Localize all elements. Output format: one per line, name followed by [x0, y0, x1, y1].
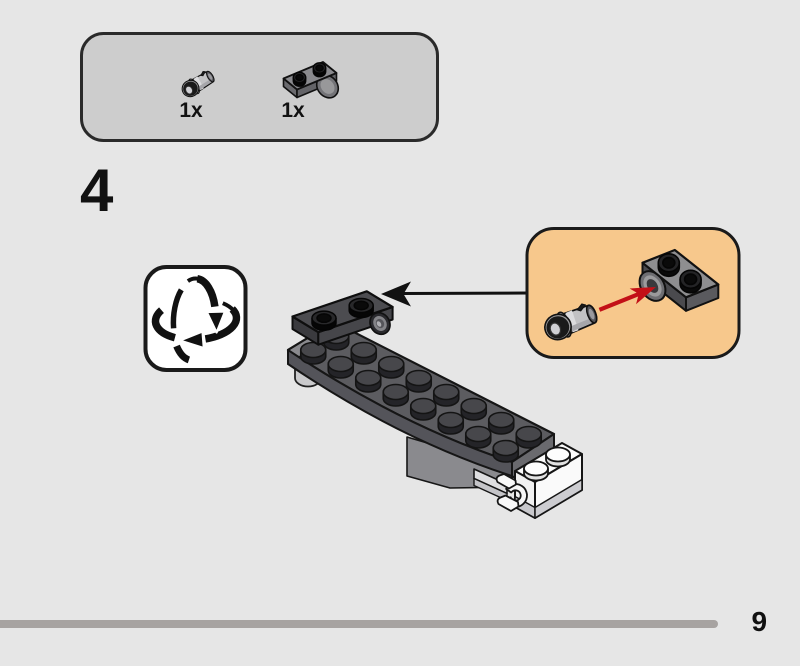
svg-text:9: 9 — [752, 606, 768, 637]
svg-text:1x: 1x — [179, 99, 203, 122]
svg-text:4: 4 — [80, 157, 114, 224]
svg-text:1x: 1x — [281, 99, 305, 122]
